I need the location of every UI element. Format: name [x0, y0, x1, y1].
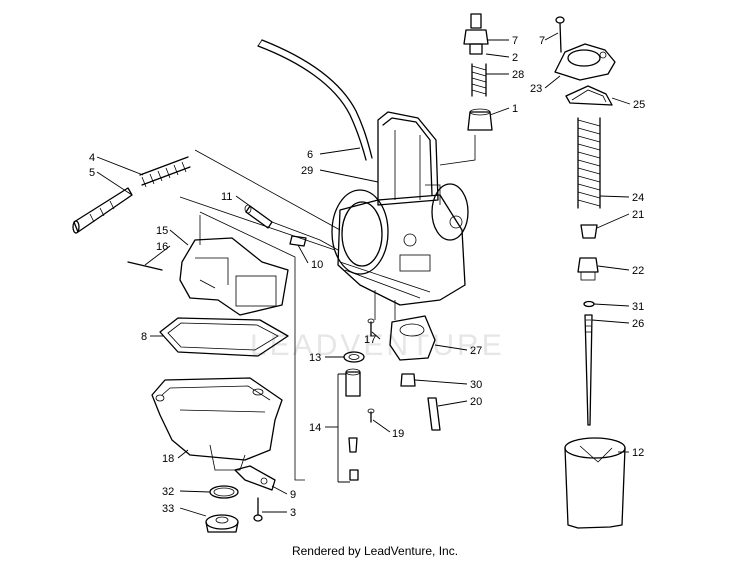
part-7-screw — [555, 16, 565, 53]
part-3-screw — [253, 497, 263, 522]
leader-lines — [96, 32, 631, 517]
part-8-float-bowl-gasket — [159, 317, 289, 357]
part-30-main-jet — [400, 373, 416, 387]
callout-20: 20 — [470, 396, 482, 408]
part-17-screw — [367, 318, 375, 337]
assembly-lines — [179, 135, 476, 481]
part-32-o-ring — [209, 485, 239, 499]
part-22-needle-holder — [577, 257, 599, 281]
part-24-spring — [577, 117, 601, 209]
callout-18: 18 — [162, 453, 174, 465]
part-14-needle-and-seat — [345, 368, 361, 481]
callout-14: 14 — [309, 422, 321, 434]
callout-8: 8 — [141, 331, 147, 343]
callout-32: 32 — [162, 486, 174, 498]
callout-7: 7 — [512, 35, 518, 47]
part-19-screw — [367, 408, 375, 423]
part-20-needle-jet — [427, 397, 441, 431]
part-2-jet — [463, 13, 489, 55]
callout-24: 24 — [632, 192, 644, 204]
part-27-baffle — [389, 315, 436, 361]
callout-9: 9 — [290, 489, 296, 501]
callout-29: 29 — [301, 165, 313, 177]
callout-10: 10 — [311, 259, 323, 271]
part-29-carburetor-body — [331, 111, 469, 306]
callout-16: 16 — [156, 241, 168, 253]
callout-17: 17 — [364, 334, 376, 346]
part-28-spring — [471, 63, 487, 97]
part-33-drain-plug — [205, 514, 239, 533]
callout-30: 30 — [470, 379, 482, 391]
callout-33: 33 — [162, 503, 174, 515]
callout-19: 19 — [392, 428, 404, 440]
part-31-clip — [583, 300, 595, 308]
part-6-hose — [257, 39, 373, 161]
part-18-float-bowl — [151, 377, 283, 471]
callout-25: 25 — [633, 99, 645, 111]
callout-12: 12 — [632, 447, 644, 459]
part-23-cap — [554, 43, 616, 81]
part-25-gasket — [565, 85, 613, 106]
callout-3: 3 — [290, 507, 296, 519]
callout-11: 11 — [221, 191, 232, 203]
callout-13: 13 — [309, 352, 321, 364]
callout-21: 21 — [632, 209, 644, 221]
callouts: 4 5 6 29 11 10 15 16 8 7 2 28 1 7 23 25 … — [89, 35, 645, 519]
callout-26: 26 — [632, 318, 644, 330]
callout-2: 2 — [512, 52, 518, 64]
part-4-spring — [139, 156, 191, 188]
part-11-air-screw — [244, 204, 273, 229]
part-15-float — [179, 237, 289, 316]
callout-31: 31 — [632, 301, 644, 313]
callout-28: 28 — [512, 69, 524, 81]
callout-1: 1 — [512, 103, 518, 115]
part-9-bracket — [234, 465, 276, 491]
part-16-float-pin — [127, 261, 163, 271]
callout-23: 23 — [530, 83, 542, 95]
part-26-jet-needle — [584, 314, 593, 426]
part-12-throttle-valve — [564, 437, 626, 529]
watermark: LEADVENTURE — [250, 329, 505, 362]
part-21-retainer — [580, 224, 598, 239]
callout-15: 15 — [156, 225, 168, 237]
footer-credit: Rendered by LeadVenture, Inc. — [291, 544, 459, 558]
callout-5: 5 — [89, 167, 95, 179]
part-10-pilot-jet — [289, 235, 307, 247]
callout-7b: 7 — [539, 35, 545, 47]
part-1-jet-holder — [467, 108, 493, 131]
callout-22: 22 — [632, 265, 644, 277]
callout-27: 27 — [470, 345, 482, 357]
part-5-idle-screw — [72, 187, 133, 234]
callout-6: 6 — [307, 149, 313, 161]
callout-4: 4 — [89, 152, 95, 164]
